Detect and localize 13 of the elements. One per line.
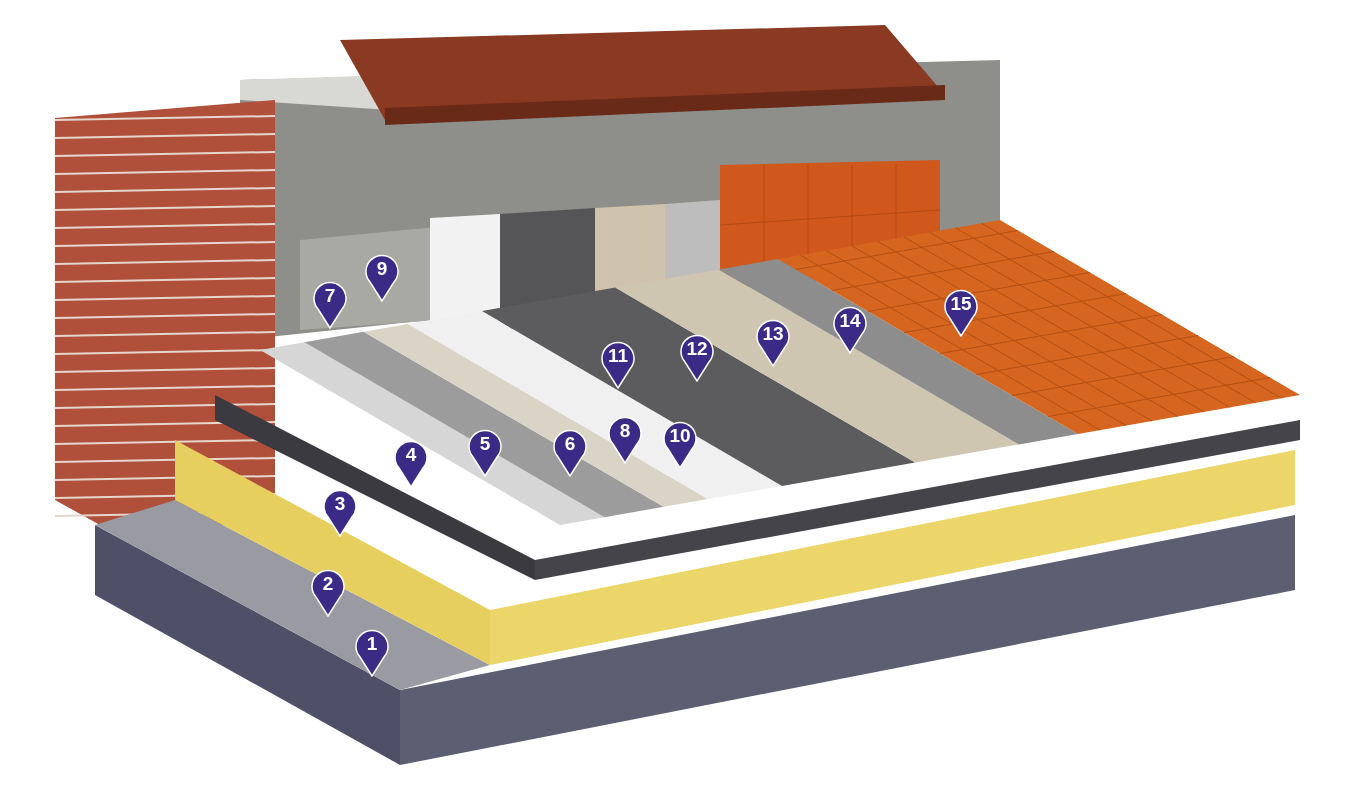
callout-number: 15 (943, 287, 979, 337)
callout-number: 14 (832, 304, 868, 354)
callout-number: 1 (354, 627, 390, 677)
callout-number: 10 (662, 419, 698, 469)
callout-number: 5 (467, 427, 503, 477)
callout-number: 2 (310, 567, 346, 617)
callout-number: 8 (607, 414, 643, 464)
callout-number: 11 (600, 339, 636, 389)
callout-number: 6 (552, 427, 588, 477)
callout-number: 7 (312, 279, 348, 329)
callout-number: 9 (364, 252, 400, 302)
callout-number: 12 (679, 332, 715, 382)
callout-number: 13 (755, 317, 791, 367)
